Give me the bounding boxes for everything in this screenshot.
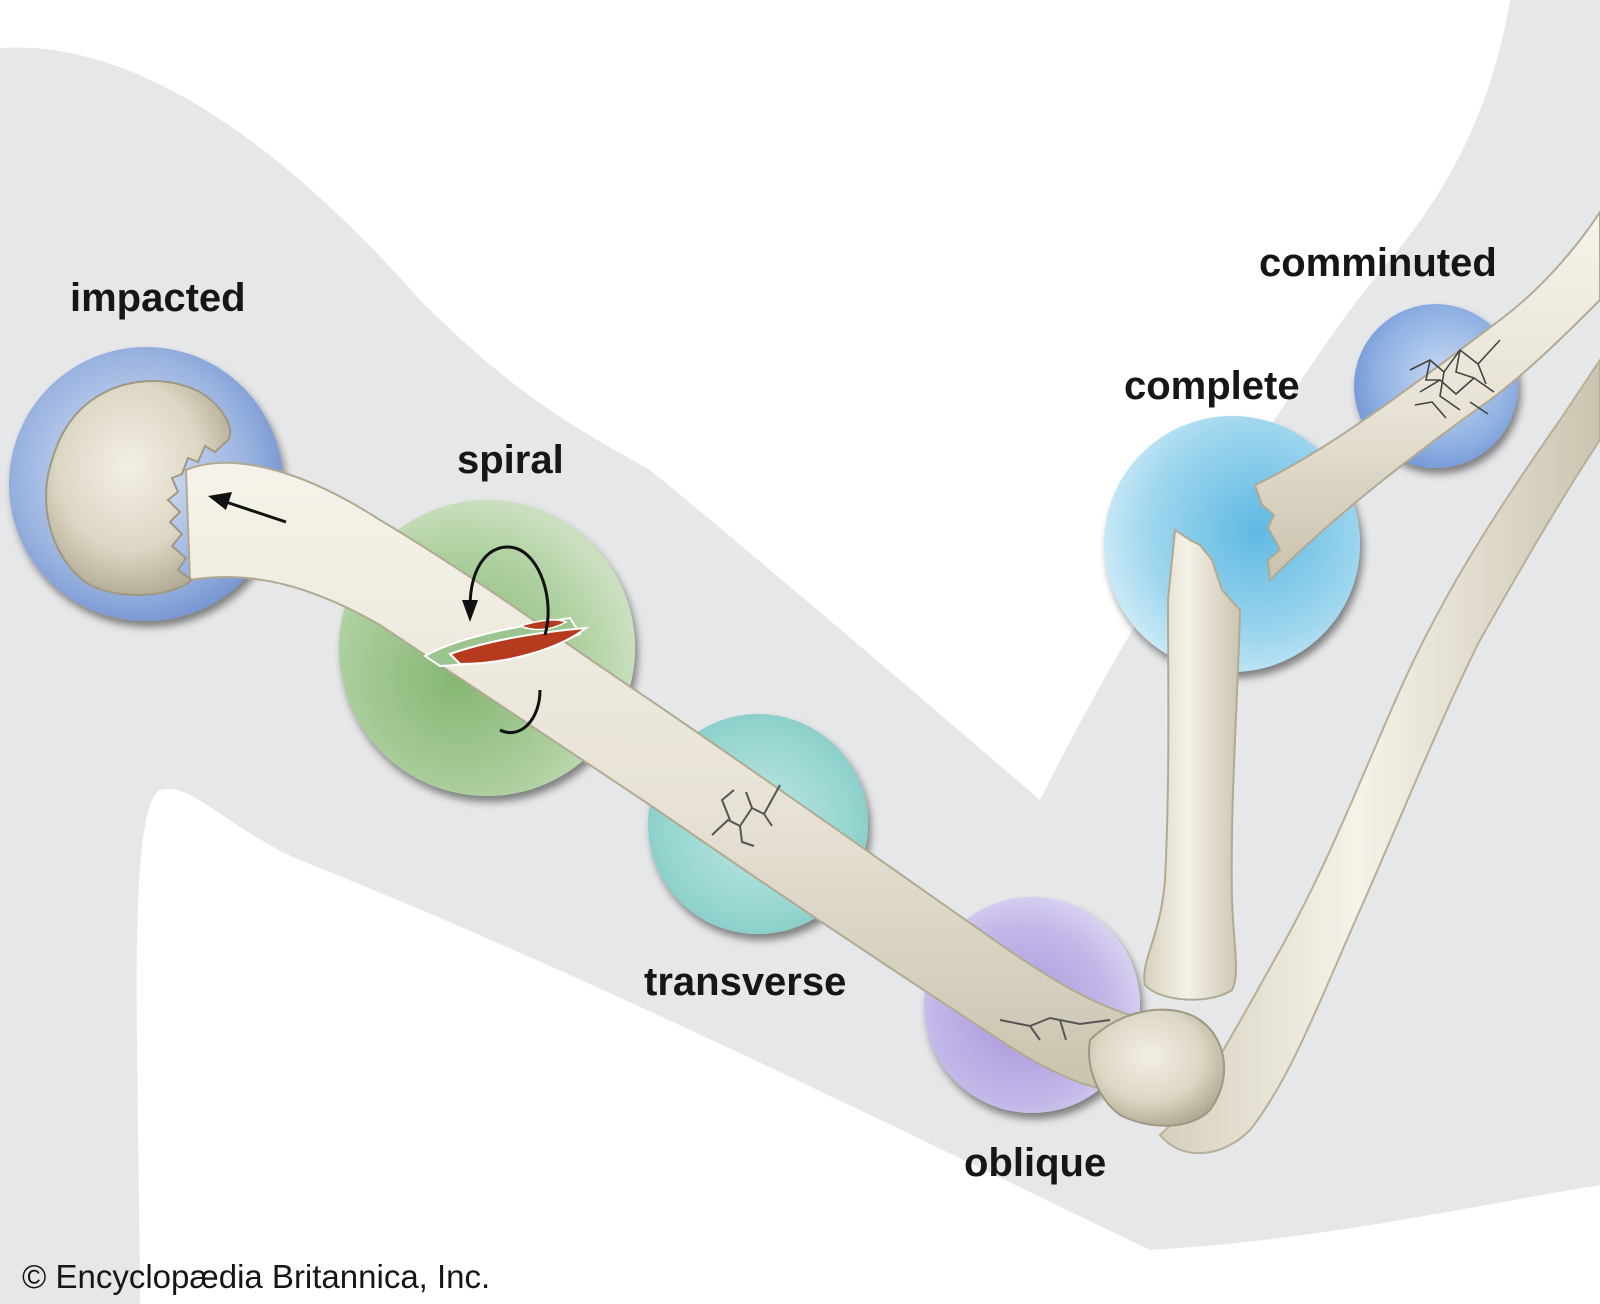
spiral-arrowhead	[462, 600, 478, 622]
transverse-cracks	[711, 784, 781, 847]
spiral-fracture-marrow	[448, 626, 590, 666]
impacted-arrowhead	[208, 492, 232, 510]
radius-lower-segment	[1143, 528, 1242, 1001]
ulna-bone	[1158, 358, 1600, 1155]
oblique-crack	[999, 1016, 1111, 1041]
label-impacted: impacted	[70, 276, 246, 320]
spiral-rotation-arrow	[468, 545, 550, 734]
comminuted-cracks	[1409, 339, 1501, 419]
humeral-head	[45, 380, 232, 597]
copyright-credit: © Encyclopædia Britannica, Inc.	[22, 1258, 491, 1295]
elbow-condyle	[1088, 1008, 1226, 1127]
label-complete: complete	[1124, 364, 1300, 408]
label-comminuted: comminuted	[1259, 241, 1497, 285]
label-spiral: spiral	[457, 438, 564, 482]
label-transverse: transverse	[644, 960, 847, 1004]
impacted-arrow-line	[219, 498, 287, 524]
label-oblique: oblique	[964, 1141, 1107, 1185]
radius-upper-segment	[1253, 210, 1600, 583]
spiral-fracture-marrow-upper	[517, 619, 568, 631]
